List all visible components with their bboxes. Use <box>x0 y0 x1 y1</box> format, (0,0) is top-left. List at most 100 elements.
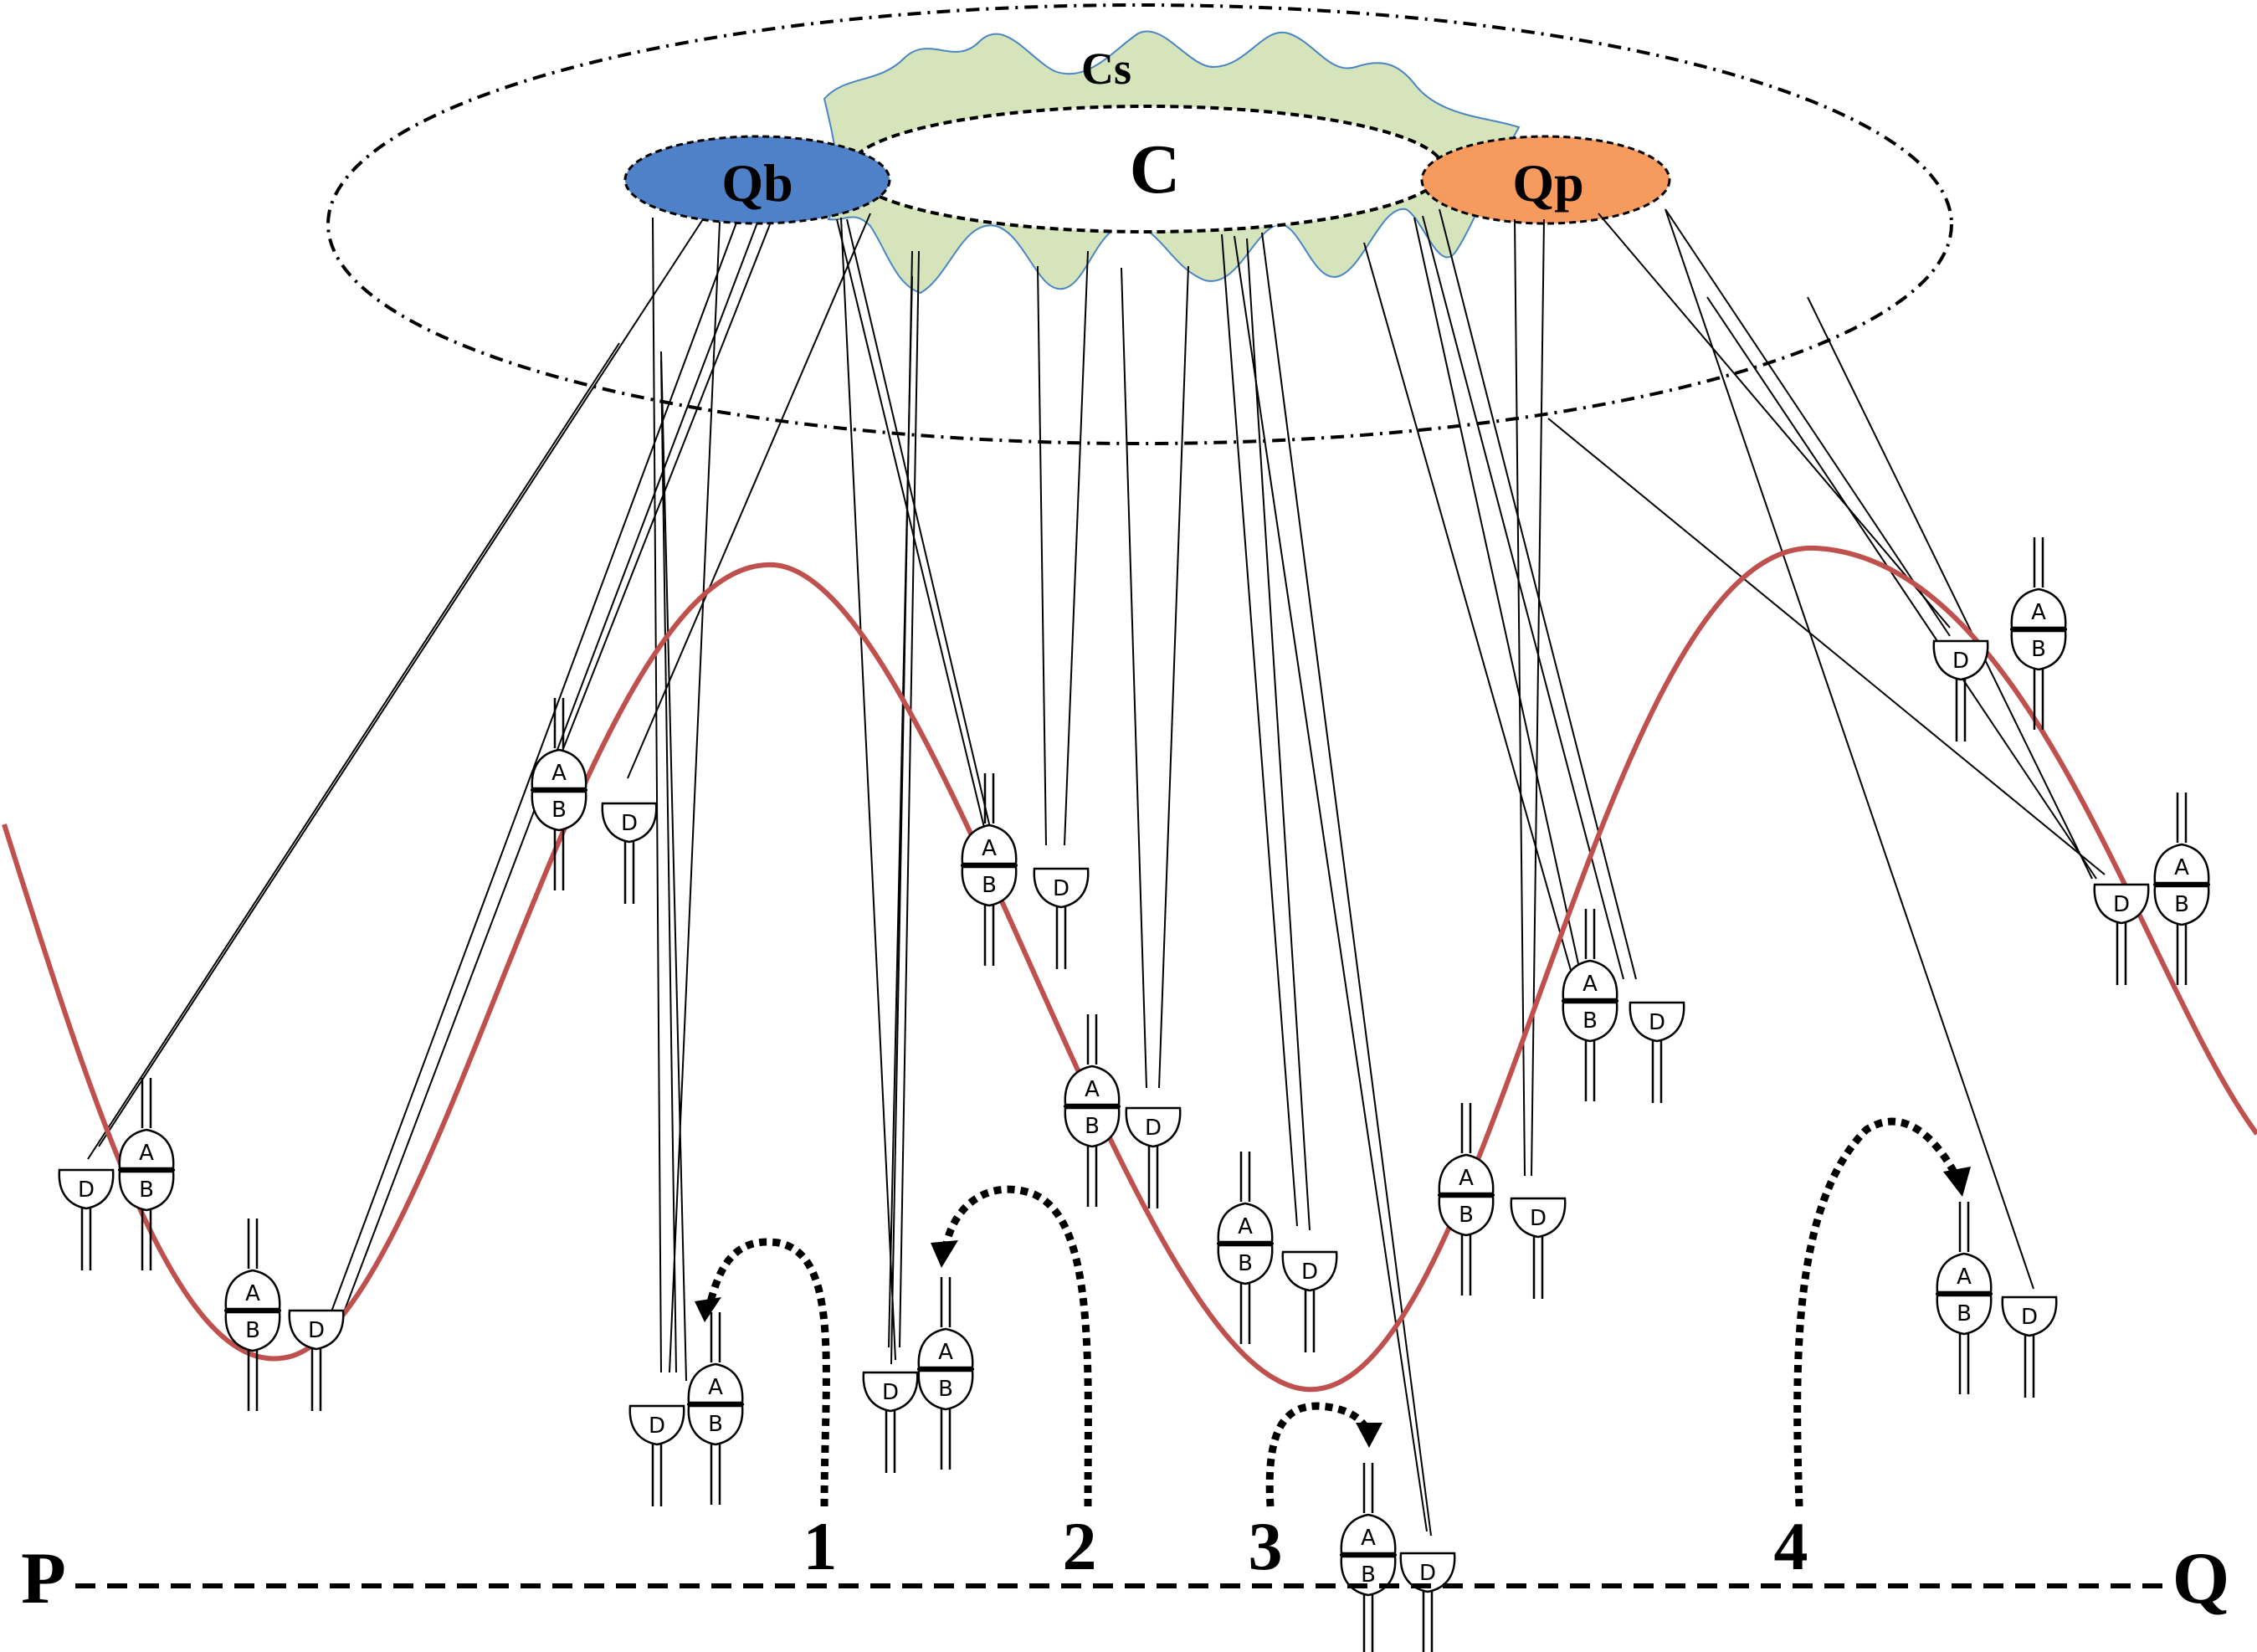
connection-line <box>1413 217 1582 980</box>
b-label: B <box>245 1318 260 1343</box>
d-label: D <box>2113 892 2130 917</box>
a-terminal <box>2010 587 2067 629</box>
d-synapse-unit: D <box>1033 867 1090 969</box>
a-terminal <box>961 823 1018 865</box>
a-label: A <box>245 1281 260 1306</box>
b-label: B <box>1085 1114 1100 1139</box>
connection-line <box>1234 235 1428 1532</box>
a-terminal <box>1064 1065 1121 1106</box>
arrowhead-4 <box>1943 1167 1971 1197</box>
ab-synapse-unit: AB <box>531 698 587 890</box>
b-terminal <box>1936 1294 1993 1336</box>
ab-synapse-unit: AB <box>917 1277 974 1470</box>
qb-label: Qb <box>721 153 793 213</box>
a-label: A <box>1459 1166 1474 1191</box>
b-terminal <box>1217 1244 1274 1285</box>
arrowhead-2 <box>931 1240 958 1268</box>
d-synapse-unit: D <box>1629 1001 1685 1103</box>
b-terminal <box>118 1170 175 1212</box>
step-arrow-2 <box>941 1185 1092 1507</box>
d-terminal <box>1125 1106 1182 1148</box>
connection-line <box>669 221 721 1373</box>
d-synapse-unit: D <box>628 1404 685 1506</box>
d-label: D <box>1301 1260 1318 1285</box>
p-label: P <box>21 1538 66 1619</box>
b-terminal <box>1438 1195 1495 1237</box>
connection-line <box>1514 218 1526 1177</box>
b-terminal <box>1562 1001 1618 1043</box>
d-label: D <box>1952 649 1969 674</box>
d-synapse-unit: D <box>1281 1250 1338 1352</box>
connection-line <box>890 250 913 1365</box>
qp-label: Qp <box>1512 153 1583 213</box>
step-arrow-3 <box>1265 1402 1372 1507</box>
d-label: D <box>649 1413 665 1439</box>
d-synapse-unit: D <box>1932 639 1989 741</box>
connection-line <box>1598 213 1951 628</box>
a-label: A <box>139 1141 154 1166</box>
a-terminal <box>224 1269 281 1311</box>
step-arrow-4 <box>1793 1117 1962 1507</box>
d-label: D <box>2021 1305 2038 1330</box>
connection-line <box>1121 267 1147 1089</box>
d-synapse-unit: D <box>288 1309 345 1411</box>
d-synapse-unit: D <box>1510 1197 1567 1299</box>
d-label: D <box>78 1177 95 1203</box>
a-terminal <box>2153 843 2210 885</box>
d-terminal <box>1510 1197 1567 1239</box>
a-label: A <box>2174 855 2189 880</box>
b-terminal <box>917 1369 974 1411</box>
connection-line <box>1547 418 2106 875</box>
a-terminal <box>1217 1202 1274 1244</box>
d-terminal <box>288 1309 345 1351</box>
d-label: D <box>1145 1116 1162 1141</box>
connection-lines <box>87 208 2106 1537</box>
q-label: Q <box>2172 1538 2229 1619</box>
d-terminal <box>1399 1552 1456 1593</box>
step-label-2: 2 <box>1063 1508 1097 1584</box>
step-arrow-1 <box>705 1238 830 1507</box>
step-arrowheads <box>695 1167 1971 1448</box>
a-terminal <box>1340 1513 1397 1555</box>
connection-line <box>840 217 896 1361</box>
step-label-1: 1 <box>803 1508 838 1584</box>
b-label: B <box>938 1377 953 1402</box>
b-terminal <box>224 1311 281 1352</box>
b-terminal <box>1064 1106 1121 1148</box>
connection-line <box>1439 208 1637 980</box>
connection-line <box>846 218 995 846</box>
connection-line <box>1064 250 1089 846</box>
d-terminal <box>2093 883 2150 925</box>
d-synapse-unit: D <box>58 1168 115 1270</box>
connection-line <box>1665 208 2034 1290</box>
d-synapse-unit: D <box>2093 883 2150 985</box>
b-label: B <box>551 798 567 823</box>
connection-line <box>1422 215 1624 980</box>
d-synapse-unit: D <box>2001 1295 2058 1398</box>
a-terminal <box>531 748 587 790</box>
d-label: D <box>1649 1010 1665 1035</box>
d-terminal <box>601 802 658 844</box>
connection-line <box>1158 265 1189 1089</box>
a-label: A <box>2031 600 2046 625</box>
ab-synapse-unit: AB <box>2153 793 2210 985</box>
d-terminal <box>1932 639 1989 681</box>
d-label: D <box>1053 876 1070 901</box>
connection-line <box>1363 242 1574 980</box>
connection-line <box>330 222 737 1315</box>
b-terminal <box>961 865 1018 907</box>
a-terminal <box>687 1362 744 1404</box>
b-label: B <box>1459 1203 1474 1228</box>
a-label: A <box>1957 1265 1972 1290</box>
d-terminal <box>1281 1250 1338 1292</box>
a-label: A <box>1238 1214 1253 1239</box>
connection-line <box>1037 265 1047 846</box>
a-label: A <box>938 1340 953 1365</box>
connection-line <box>87 342 620 1160</box>
connection-line <box>1706 296 2097 880</box>
d-label: D <box>308 1318 325 1343</box>
b-label: B <box>2031 637 2046 662</box>
ab-synapse-unit: AB <box>1340 1463 1397 1652</box>
a-terminal <box>917 1327 974 1369</box>
